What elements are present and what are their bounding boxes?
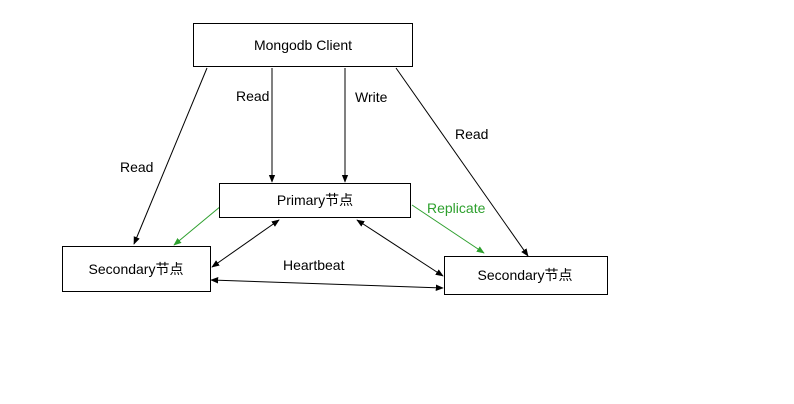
secondary-node-right: Secondary节点 [444, 256, 608, 295]
edge-heartbeat-primary-right [356, 219, 444, 277]
primary-node: Primary节点 [219, 183, 411, 218]
edge-client-read-right [395, 67, 529, 257]
read-right-label: Read [455, 126, 488, 142]
write-label: Write [355, 89, 388, 105]
replicate-label: Replicate [427, 200, 486, 216]
mongodb-client-label: Mongodb Client [254, 37, 352, 53]
secondary-node-right-label: Secondary节点 [478, 267, 573, 283]
secondary-node-left-label: Secondary节点 [89, 261, 184, 277]
edge-client-read-left [133, 67, 208, 245]
edge-primary-replicate-right [411, 204, 485, 254]
primary-node-label: Primary节点 [277, 192, 353, 208]
heartbeat-label: Heartbeat [283, 257, 345, 273]
secondary-node-left: Secondary节点 [62, 246, 211, 292]
edge-heartbeat-left-right [210, 277, 444, 291]
read-center-label: Read [236, 88, 269, 104]
edge-heartbeat-primary-left [211, 219, 280, 268]
mongodb-client-node: Mongodb Client [193, 23, 413, 67]
edge-primary-replicate-left [173, 205, 222, 246]
read-left-label: Read [120, 159, 153, 175]
